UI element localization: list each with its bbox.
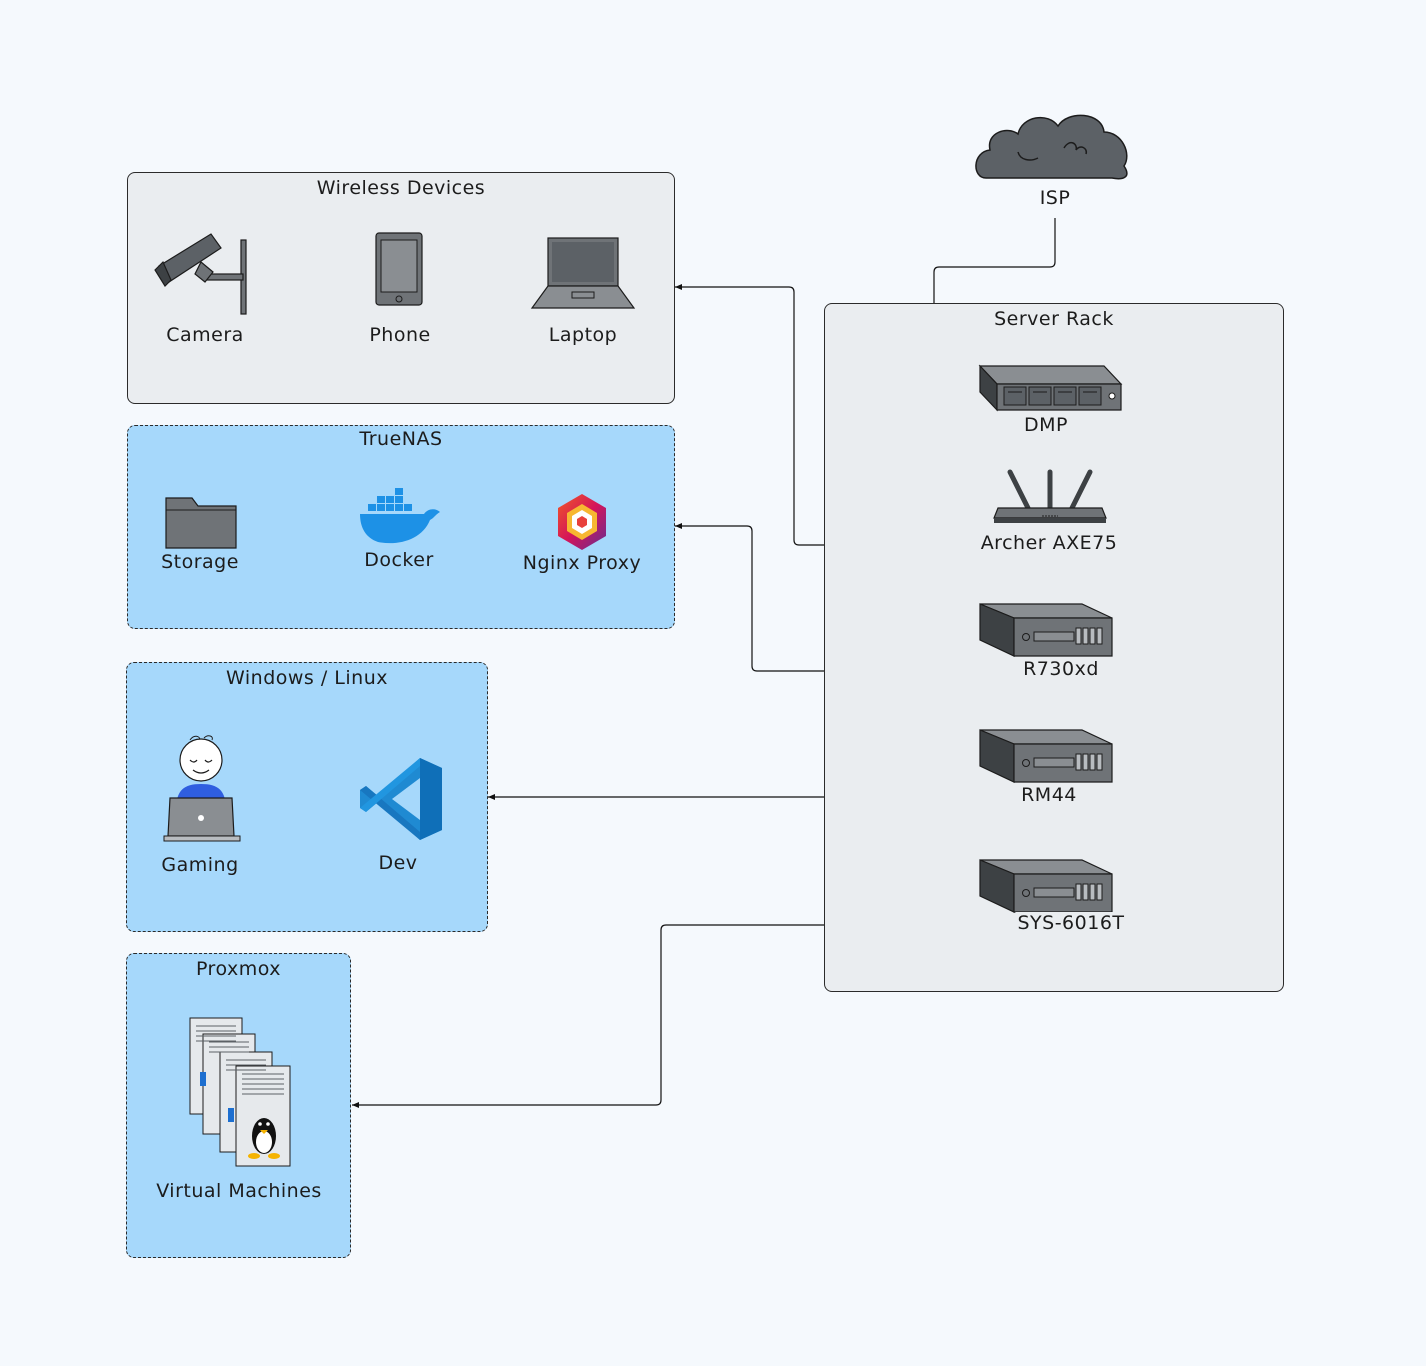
docker-whale-icon bbox=[360, 488, 440, 544]
vm-documents-icon bbox=[189, 1017, 291, 1167]
r730xd-label: R730xd bbox=[1021, 658, 1101, 680]
phone-icon bbox=[375, 232, 423, 306]
wifi-router-icon bbox=[993, 469, 1107, 523]
folder-icon bbox=[165, 497, 237, 549]
server-icon bbox=[979, 859, 1113, 913]
proxmox-title: Proxmox bbox=[195, 958, 282, 980]
isp-label: ISP bbox=[1039, 187, 1071, 209]
phone-label: Phone bbox=[369, 324, 431, 346]
wireless-devices-title: Wireless Devices bbox=[316, 177, 486, 199]
archer-label: Archer AXE75 bbox=[978, 532, 1120, 554]
dmp-label: DMP bbox=[1022, 414, 1070, 436]
gaming-label: Gaming bbox=[161, 854, 239, 876]
security-camera-icon bbox=[154, 233, 247, 315]
laptop-label: Laptop bbox=[548, 324, 618, 346]
network-switch-icon bbox=[978, 364, 1123, 412]
person-laptop-icon bbox=[163, 735, 241, 842]
rm44-label: RM44 bbox=[1019, 784, 1079, 806]
docker-label: Docker bbox=[364, 549, 434, 571]
dev-label: Dev bbox=[378, 852, 418, 874]
camera-label: Camera bbox=[166, 324, 244, 346]
sys6016t-label: SYS-6016T bbox=[1015, 912, 1127, 934]
storage-label: Storage bbox=[161, 551, 239, 573]
cloud-icon bbox=[975, 114, 1128, 180]
truenas-title: TrueNAS bbox=[359, 428, 443, 450]
laptop-icon bbox=[530, 237, 636, 309]
virtual-machines-label: Virtual Machines bbox=[156, 1180, 322, 1202]
server-icon bbox=[979, 603, 1113, 657]
vscode-icon bbox=[360, 758, 442, 840]
server-icon bbox=[979, 729, 1113, 783]
windows-linux-title: Windows / Linux bbox=[226, 667, 388, 689]
nginx-proxy-manager-icon bbox=[558, 494, 606, 550]
server-rack-title: Server Rack bbox=[994, 308, 1114, 330]
nginx-proxy-label: Nginx Proxy bbox=[522, 552, 642, 574]
